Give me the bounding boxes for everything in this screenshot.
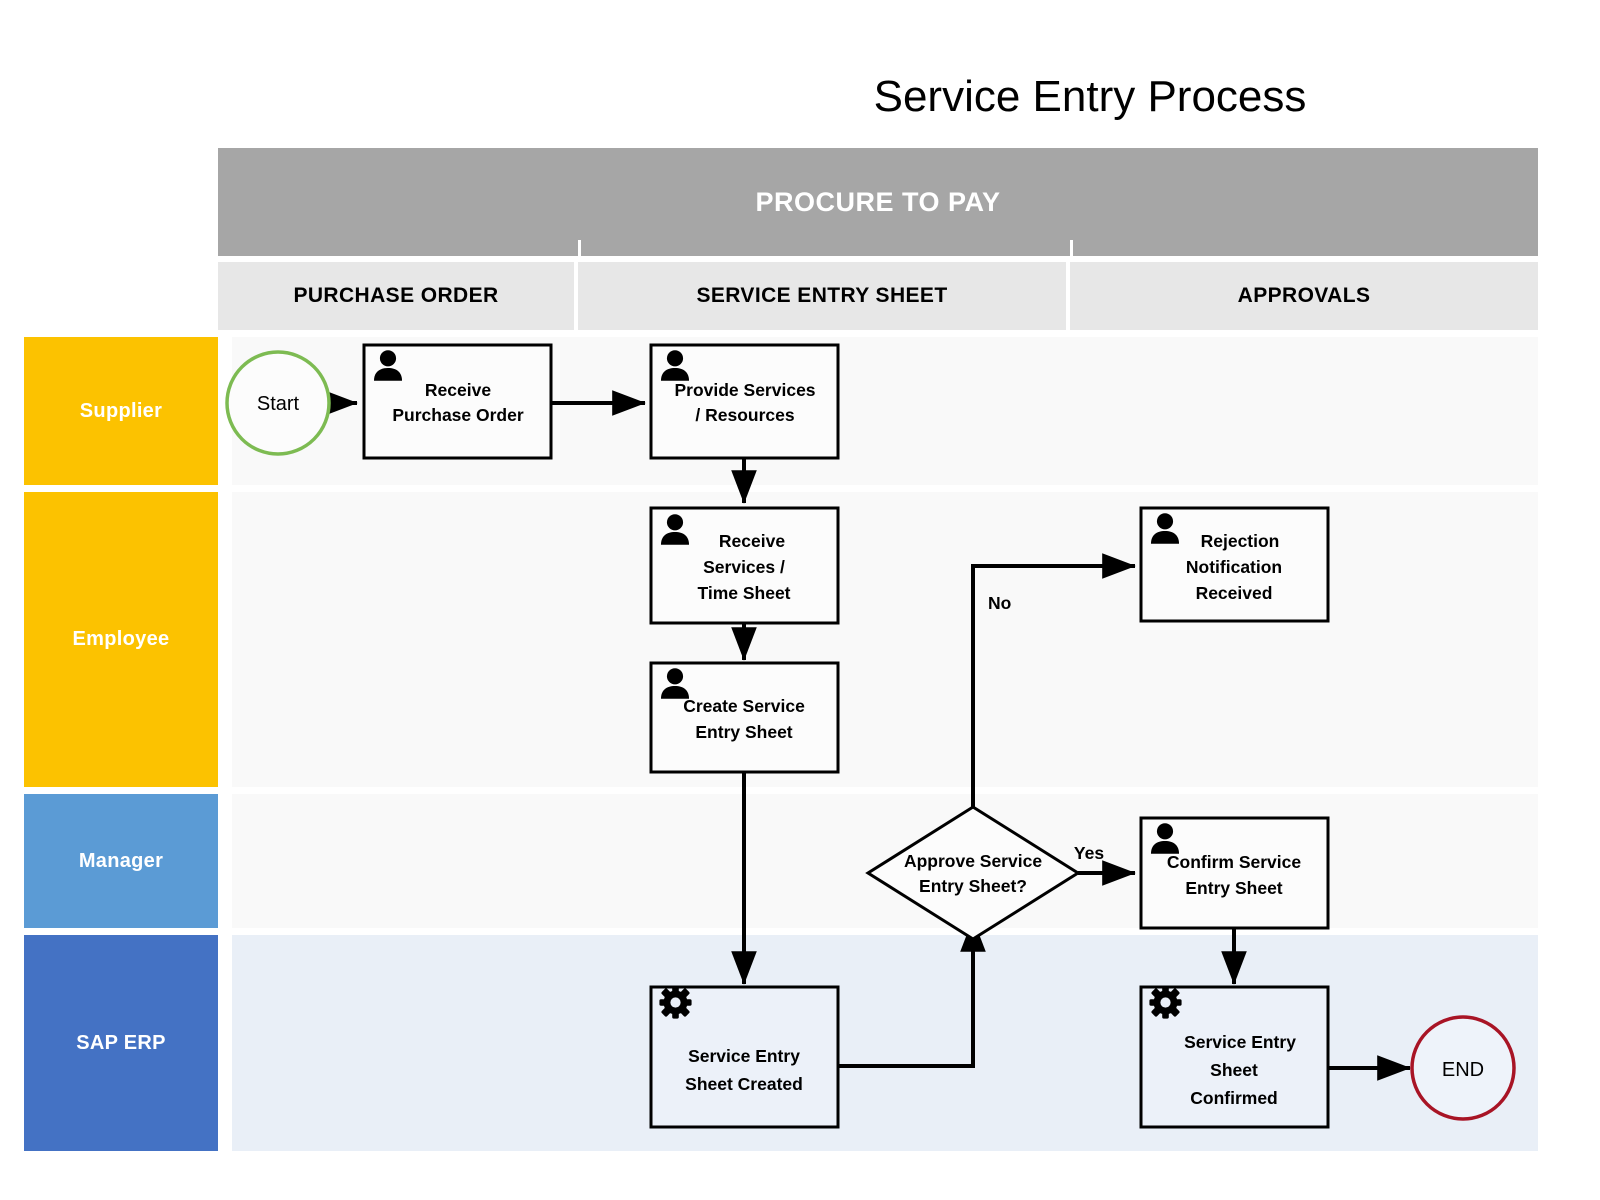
phase-header-row: PURCHASE ORDER SERVICE ENTRY SHEET APPRO… xyxy=(218,262,1538,330)
edge-label-yes: Yes xyxy=(1074,843,1104,863)
node-confirm-ses-line1: Confirm Service xyxy=(1167,852,1301,872)
node-ses-confirmed-line2: Sheet xyxy=(1210,1060,1258,1080)
node-end[interactable]: END xyxy=(1410,1015,1516,1121)
node-rejection-line3: Received xyxy=(1196,583,1273,603)
page-title: Service Entry Process xyxy=(873,72,1307,121)
edge-approve-no-to-rejection xyxy=(971,553,1136,807)
node-provide-services-line2: / Resources xyxy=(695,405,794,425)
lane-label-manager: Manager xyxy=(24,794,218,928)
node-ses-created-line1: Service Entry xyxy=(688,1046,800,1066)
phase-band-procure-to-pay: PROCURE TO PAY xyxy=(218,148,1538,256)
node-ses-confirmed-line3: Confirmed xyxy=(1190,1088,1278,1108)
node-ses-created[interactable]: Service Entry Sheet Created xyxy=(649,985,840,1129)
node-provide-services[interactable]: Provide Services / Resources xyxy=(649,343,840,460)
node-create-ses-line1: Create Service xyxy=(683,696,805,716)
node-start[interactable]: Start xyxy=(225,350,331,456)
node-receive-purchase-order-line2: Purchase Order xyxy=(392,405,523,425)
node-create-ses-line2: Entry Sheet xyxy=(695,722,792,742)
node-rejection-line2: Notification xyxy=(1186,557,1282,577)
node-receive-services-line2: Services / xyxy=(703,557,785,577)
phase-purchase-order: PURCHASE ORDER xyxy=(218,262,574,330)
node-receive-services-line3: Time Sheet xyxy=(697,583,790,603)
node-confirm-ses-line2: Entry Sheet xyxy=(1185,878,1282,898)
band-separator-2 xyxy=(1070,240,1073,262)
gear-icon xyxy=(659,986,692,1019)
node-approve-decision-line1: Approve Service xyxy=(904,851,1042,871)
band-separator-1 xyxy=(578,240,581,262)
node-rejection-notification[interactable]: Rejection Notification Received xyxy=(1139,506,1330,623)
node-create-service-entry-sheet[interactable]: Create Service Entry Sheet xyxy=(649,661,840,774)
node-ses-created-line2: Sheet Created xyxy=(685,1074,803,1094)
node-receive-services[interactable]: Receive Services / Time Sheet xyxy=(649,506,840,625)
edge-label-no: No xyxy=(988,593,1011,613)
node-approve-decision-line2: Entry Sheet? xyxy=(919,876,1027,896)
node-ses-confirmed[interactable]: Service Entry Sheet Confirmed xyxy=(1139,985,1330,1129)
lane-label-employee: Employee xyxy=(24,492,218,787)
gear-icon xyxy=(1149,986,1182,1019)
node-receive-purchase-order[interactable]: Receive Purchase Order xyxy=(362,343,553,460)
node-confirm-service-entry-sheet[interactable]: Confirm Service Entry Sheet xyxy=(1139,816,1330,930)
node-receive-services-line1: Receive xyxy=(719,531,785,551)
phase-approvals: APPROVALS xyxy=(1070,262,1538,330)
node-receive-purchase-order-line1: Receive xyxy=(425,380,491,400)
lane-label-supplier: Supplier xyxy=(24,337,218,485)
phase-service-entry-sheet: SERVICE ENTRY SHEET xyxy=(578,262,1066,330)
node-start-label: Start xyxy=(257,393,300,415)
node-ses-confirmed-line1: Service Entry xyxy=(1184,1032,1296,1052)
node-end-label: END xyxy=(1442,1059,1484,1081)
lane-label-sap-erp: SAP ERP xyxy=(24,935,218,1151)
node-rejection-line1: Rejection xyxy=(1201,531,1280,551)
node-provide-services-line1: Provide Services xyxy=(674,380,815,400)
node-approve-decision[interactable]: Approve Service Entry Sheet? xyxy=(865,805,1081,941)
edge-ses-created-to-approve-decision xyxy=(837,918,986,1068)
